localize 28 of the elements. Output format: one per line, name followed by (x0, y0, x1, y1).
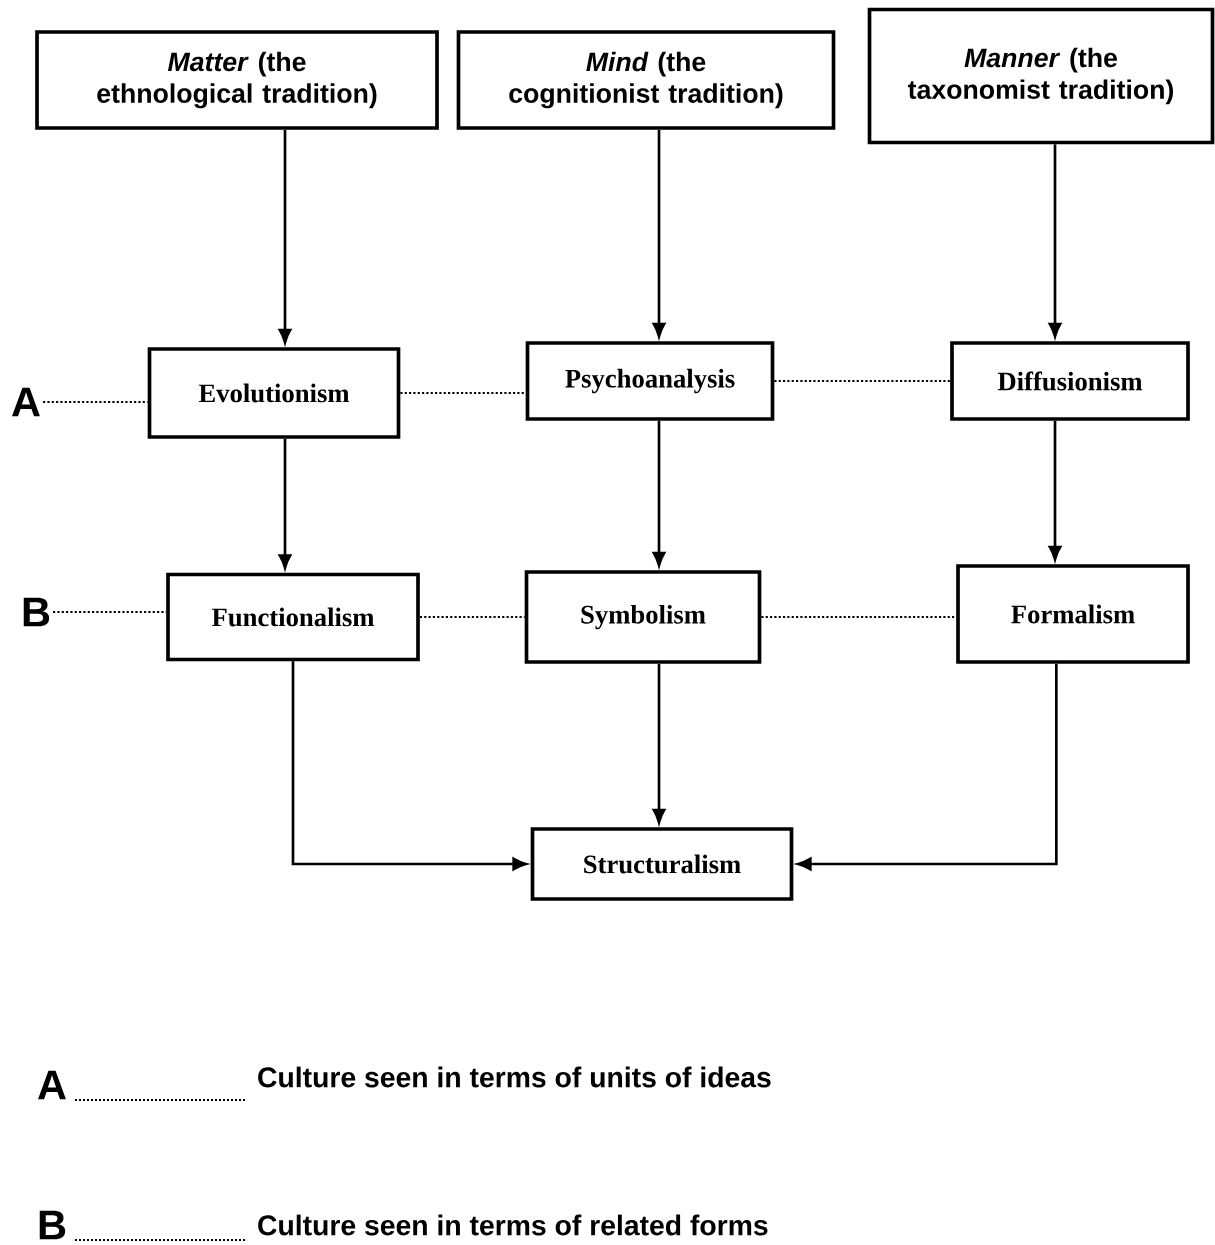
tradition-box: Manner (the taxonomist tradition) (867, 7, 1215, 145)
concept-box: Evolutionism (147, 347, 401, 439)
arrow (1048, 420, 1062, 561)
concept-box: Formalism (956, 564, 1190, 664)
dotted-line (419, 615, 525, 619)
arrow (652, 129, 666, 338)
key-text: Culture seen in terms of units of ideas (258, 1066, 771, 1088)
concept-box: Psychoanalysis (525, 341, 775, 421)
concept-box: Symbolism (524, 570, 762, 664)
key-text: Culture seen in terms of related forms (258, 1214, 768, 1236)
dotted-line (400, 391, 526, 395)
dotted-line (43, 400, 148, 404)
row-letter: A (12, 387, 40, 417)
concept-box: Functionalism (166, 572, 420, 662)
key-letter: B (39, 1210, 66, 1240)
tradition-box: Mind (the cognitionist tradition) (456, 30, 836, 130)
tradition-box: Matter (the ethnological tradition) (35, 30, 439, 130)
concept-box: Diffusionism (950, 341, 1190, 421)
dotted-line (774, 379, 951, 383)
row-letter: B (23, 597, 50, 627)
arrow (278, 129, 292, 344)
dotted-line (761, 615, 957, 619)
arrow (652, 420, 666, 567)
arrow (1048, 144, 1062, 338)
key-letter: A (38, 1070, 66, 1100)
dotted-line (53, 610, 167, 614)
arrow (652, 663, 666, 824)
concept-box: Structuralism (530, 827, 794, 901)
